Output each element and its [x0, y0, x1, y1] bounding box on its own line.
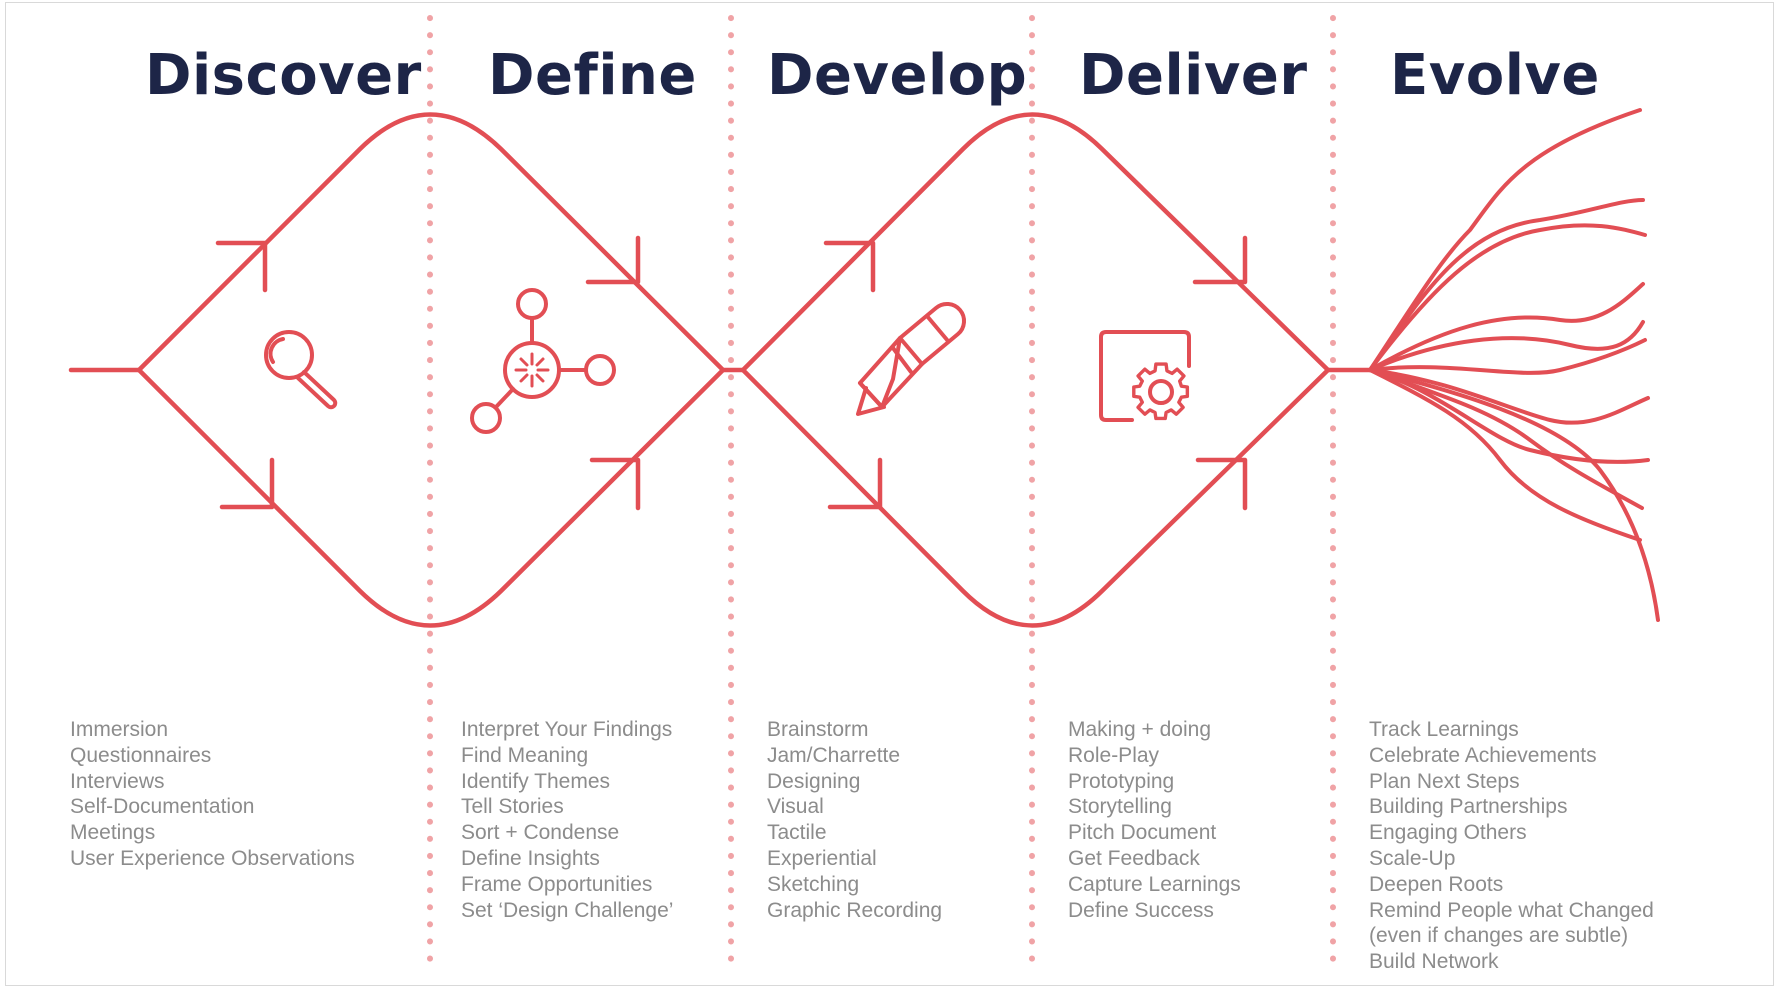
- flow-arrow-icon: [1195, 457, 1248, 511]
- magnifier-icon: [264, 330, 338, 410]
- phase-dividers: [427, 15, 1336, 963]
- list-item: Define Insights: [461, 846, 600, 870]
- list-item: Remind People what Changed: [1369, 898, 1654, 922]
- list-item: Build Network: [1369, 950, 1499, 974]
- list-item: Storytelling: [1068, 795, 1172, 819]
- list-item: Interpret Your Findings: [461, 718, 673, 741]
- list-item: Tell Stories: [461, 795, 564, 819]
- list-item: (even if changes are subtle): [1369, 924, 1629, 948]
- phase-title-discover: Discover: [145, 43, 422, 108]
- network-hub-icon: [470, 288, 616, 434]
- flow-arrow-icon: [1192, 235, 1248, 285]
- list-item: Plan Next Steps: [1369, 769, 1520, 793]
- list-item: Track Learnings: [1369, 718, 1519, 741]
- list-item: Designing: [767, 769, 861, 793]
- activity-list-evolve: Track Learnings Celebrate Achievements P…: [1369, 717, 1654, 975]
- list-item: Frame Opportunities: [461, 872, 653, 896]
- list-item: Brainstorm: [767, 718, 869, 741]
- activity-list-discover: Immersion Questionnaires Interviews Self…: [70, 717, 355, 872]
- list-item: Identify Themes: [461, 769, 611, 793]
- branching-lines-icon: [1368, 108, 1660, 622]
- phase-title-evolve: Evolve: [1390, 43, 1600, 108]
- pencil-icon: [856, 302, 966, 416]
- list-item: Making + doing: [1068, 718, 1212, 741]
- diagram-frame: [5, 2, 1774, 986]
- list-item: Get Feedback: [1068, 846, 1200, 870]
- list-item: Visual: [767, 795, 824, 819]
- flow-arrow-icon: [823, 240, 876, 293]
- diamond-develop-deliver: [740, 112, 1331, 628]
- phase-title-define: Define: [488, 43, 697, 108]
- list-item: Capture Learnings: [1068, 872, 1241, 896]
- list-item: Define Success: [1068, 898, 1214, 922]
- activity-list-deliver: Making + doing Role-Play Prototyping Sto…: [1068, 717, 1241, 923]
- phase-title-deliver: Deliver: [1079, 43, 1308, 108]
- gear-window-icon: [1099, 330, 1191, 422]
- list-item: Building Partnerships: [1369, 795, 1568, 819]
- list-item: Set ‘Design Challenge’: [461, 898, 674, 922]
- list-item: Prototyping: [1068, 769, 1175, 793]
- activity-list-define: Interpret Your Findings Find Meaning Ide…: [461, 717, 673, 923]
- list-item: Questionnaires: [70, 743, 212, 767]
- list-item: Pitch Document: [1068, 821, 1217, 845]
- list-item: Jam/Charrette: [767, 743, 901, 767]
- list-item: Tactile: [767, 821, 827, 845]
- list-item: User Experience Observations: [70, 846, 355, 870]
- list-item: Sort + Condense: [461, 821, 620, 845]
- list-item: Scale-Up: [1369, 846, 1456, 870]
- flow-arrow-icon: [219, 457, 275, 510]
- flow-arrow-icon: [215, 240, 268, 293]
- list-item: Interviews: [70, 769, 165, 793]
- flow-arrow-icon: [827, 457, 883, 510]
- flow-arrow-icon: [589, 457, 641, 511]
- list-item: Find Meaning: [461, 743, 589, 767]
- phase-title-develop: Develop: [767, 43, 1028, 108]
- list-item: Experiential: [767, 846, 877, 870]
- list-item: Celebrate Achievements: [1369, 743, 1597, 767]
- list-item: Role-Play: [1068, 743, 1160, 767]
- activity-list-develop: Brainstorm Jam/Charrette Designing Visua…: [767, 717, 942, 923]
- list-item: Graphic Recording: [767, 898, 943, 922]
- list-item: Deepen Roots: [1369, 872, 1504, 896]
- diamond-discover-define: [136, 112, 726, 628]
- list-item: Meetings: [70, 821, 156, 845]
- flow-arrow-icon: [585, 235, 641, 285]
- list-item: Self-Documentation: [70, 795, 255, 819]
- list-item: Engaging Others: [1369, 821, 1527, 845]
- list-item: Sketching: [767, 872, 860, 896]
- list-item: Immersion: [70, 718, 169, 741]
